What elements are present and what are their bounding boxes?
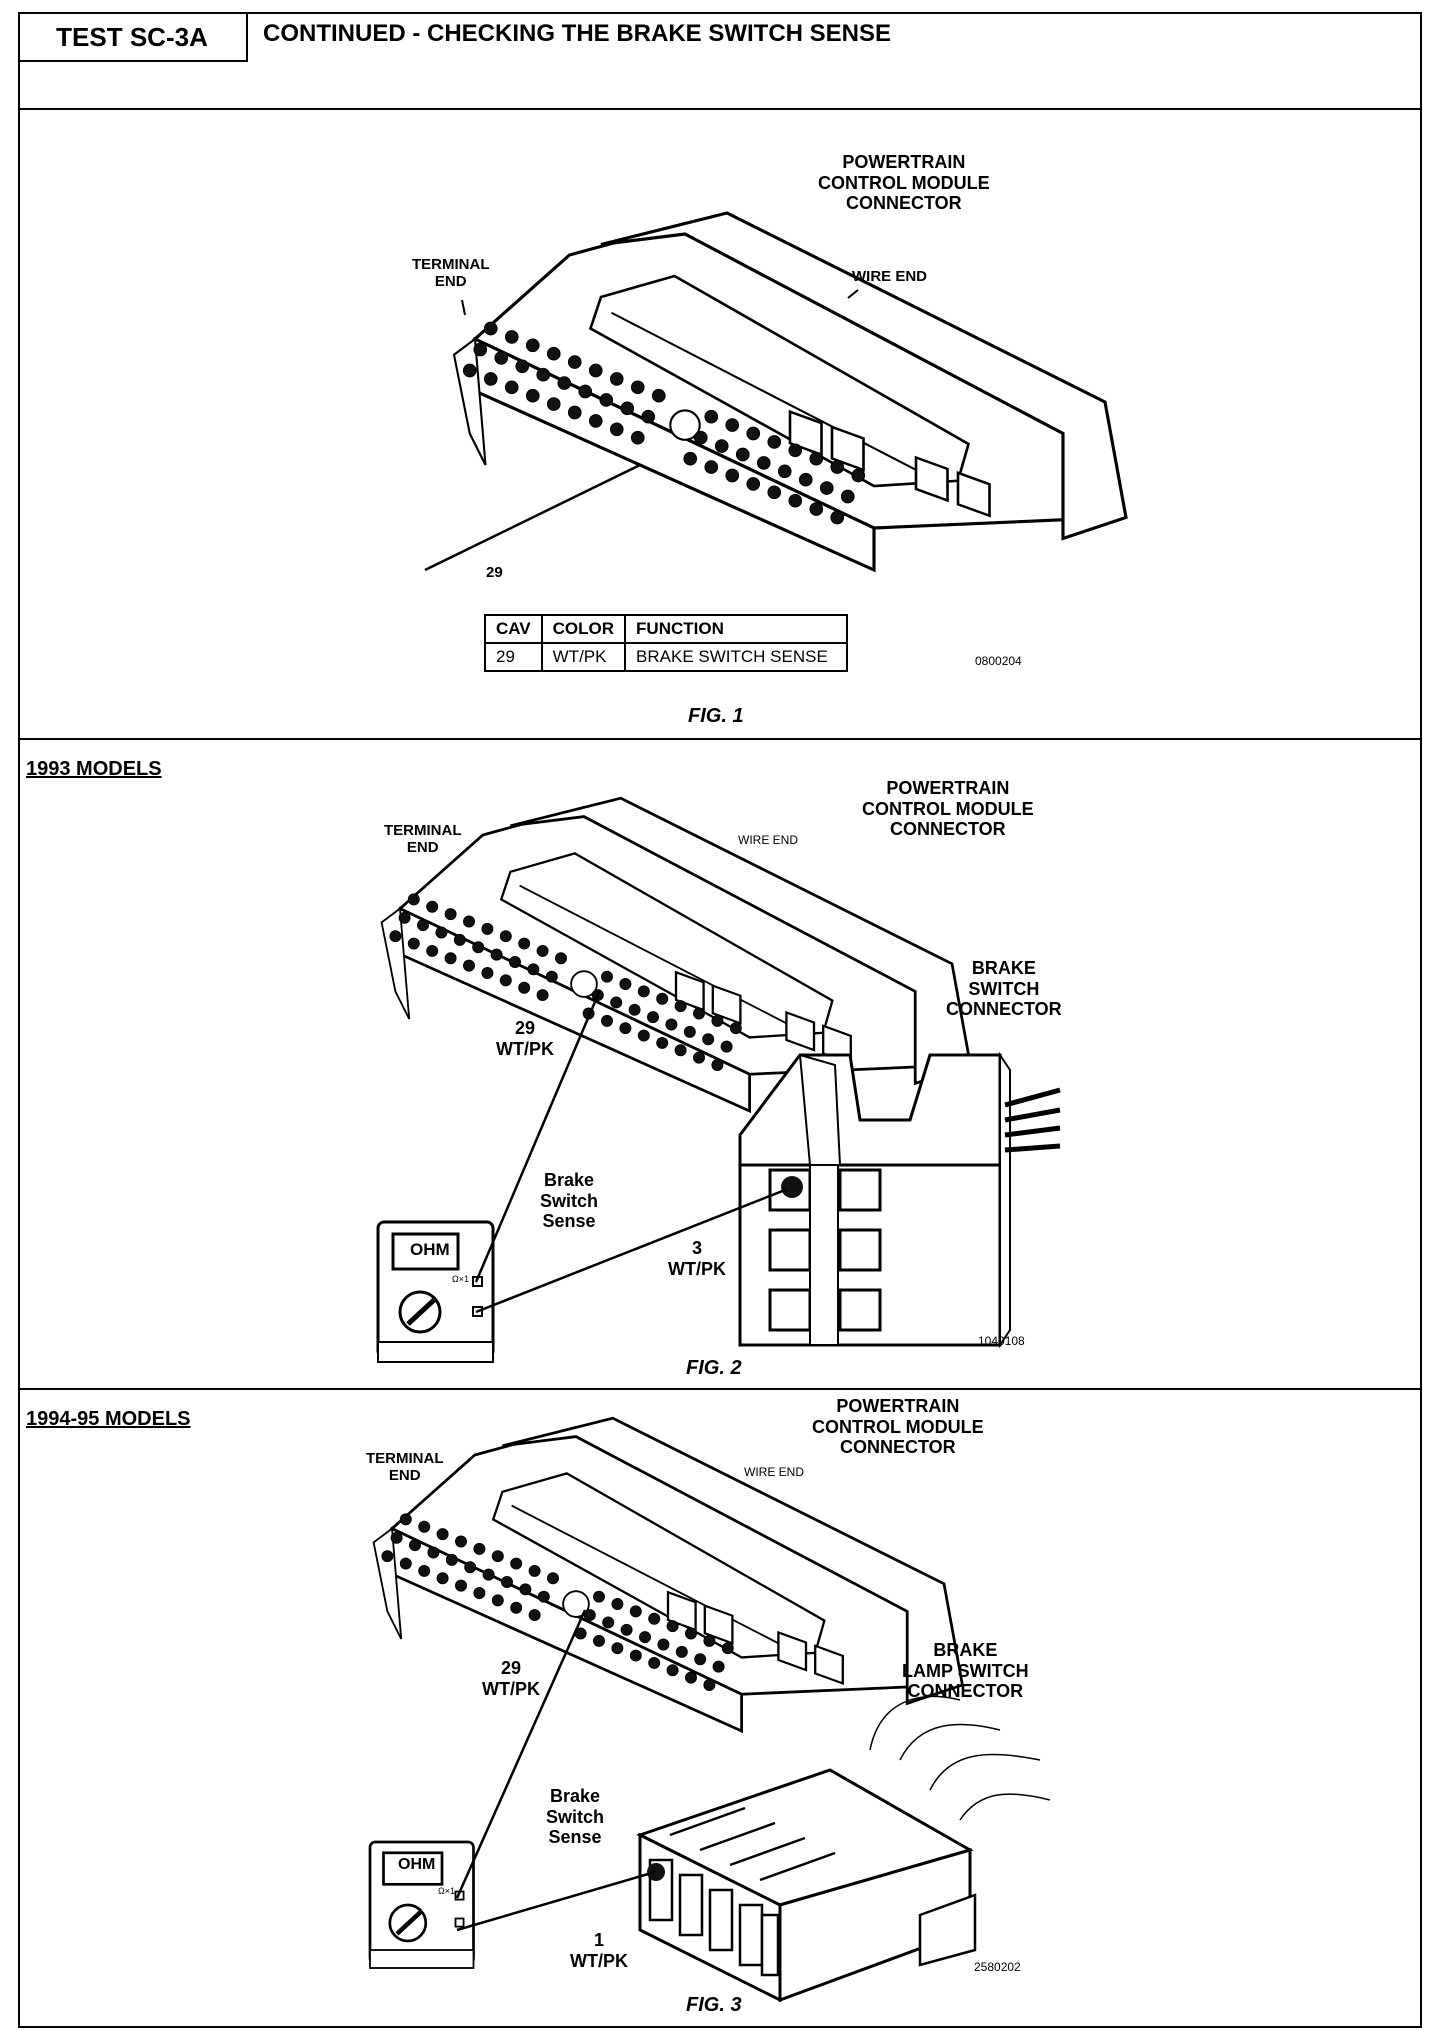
fig3-pcm-label: POWERTRAIN CONTROL MODULE CONNECTOR [812,1396,984,1458]
fig1-pcm-label: POWERTRAIN CONTROL MODULE CONNECTOR [818,152,990,214]
pcm-connector-fig3 [372,1416,964,1733]
fig2-sense-label: Brake Switch Sense [540,1170,599,1232]
fig2-code: 1040108 [978,1334,1025,1348]
fig3-sense-label: Brake Switch Sense [546,1786,605,1848]
brake-switch-connector-fig2 [738,1051,1061,1349]
pinout-table: CAV COLOR FUNCTION 29 WT/PK BRAKE SWITCH… [484,614,849,672]
fig3-meter-range: Ω×1 [438,1886,455,1896]
fig3-pin29-label: 29 WT/PK [482,1658,540,1699]
table-cell: WT/PK [540,642,627,672]
fig3-caption: FIG. 3 [686,1994,742,2016]
fig1-code: 0800204 [975,654,1022,668]
table-header: CAV [484,614,543,644]
fig2-caption: FIG. 2 [686,1357,742,1379]
divider-header [18,108,1422,110]
pin29-leader-fig1 [424,463,641,572]
table-cell: BRAKE SWITCH SENSE [624,642,849,672]
table-header: FUNCTION [624,614,849,644]
fig2-brake-switch-label: BRAKE SWITCH CONNECTOR [946,958,1062,1020]
test-id-box: TEST SC-3A [18,12,248,62]
fig3-switch-pin-label: 1 WT/PK [570,1930,628,1971]
fig3-wire-end-label: WIRE END [744,1465,804,1479]
table-header-row: CAV COLOR FUNCTION [484,614,849,644]
table-cell: 29 [484,642,543,672]
fig2-switch-pin-label: 3 WT/PK [668,1238,726,1279]
fig2-pin29-label: 29 WT/PK [496,1018,554,1059]
fig2-meter-display: OHM [410,1240,450,1259]
table-row: 29 WT/PK BRAKE SWITCH SENSE [484,642,849,672]
fig1-caption: FIG. 1 [688,705,744,727]
table-header: COLOR [540,614,627,644]
fig2-wire-end-label: WIRE END [738,833,798,847]
section-1994-95: 1994-95 MODELS [26,1408,191,1430]
fig3-code: 2580202 [974,1960,1021,1974]
page-title: CONTINUED - CHECKING THE BRAKE SWITCH SE… [263,20,892,47]
divider-fig2 [18,1388,1422,1390]
fig3-meter-display: OHM [398,1856,436,1873]
fig1-terminal-end-label: TERMINAL END [412,256,490,291]
brake-lamp-switch-connector-fig3 [636,1695,1051,2003]
divider-fig1 [18,738,1422,740]
page-frame [18,12,1422,2028]
fig2-pcm-label: POWERTRAIN CONTROL MODULE CONNECTOR [862,778,1034,840]
pcm-connector-fig1 [452,211,1128,572]
fig3-terminal-end-label: TERMINAL END [366,1450,444,1485]
pcm-connector-fig2 [380,796,972,1113]
fig3-brake-lamp-switch-label: BRAKE LAMP SWITCH CONNECTOR [902,1640,1029,1702]
fig1-pin29-callout: 29 [486,564,503,581]
section-1993: 1993 MODELS [26,758,162,780]
fig1-wire-end-label: WIRE END [852,268,927,285]
fig2-meter-range: Ω×1 [452,1274,469,1284]
fig2-terminal-end-label: TERMINAL END [384,822,462,857]
